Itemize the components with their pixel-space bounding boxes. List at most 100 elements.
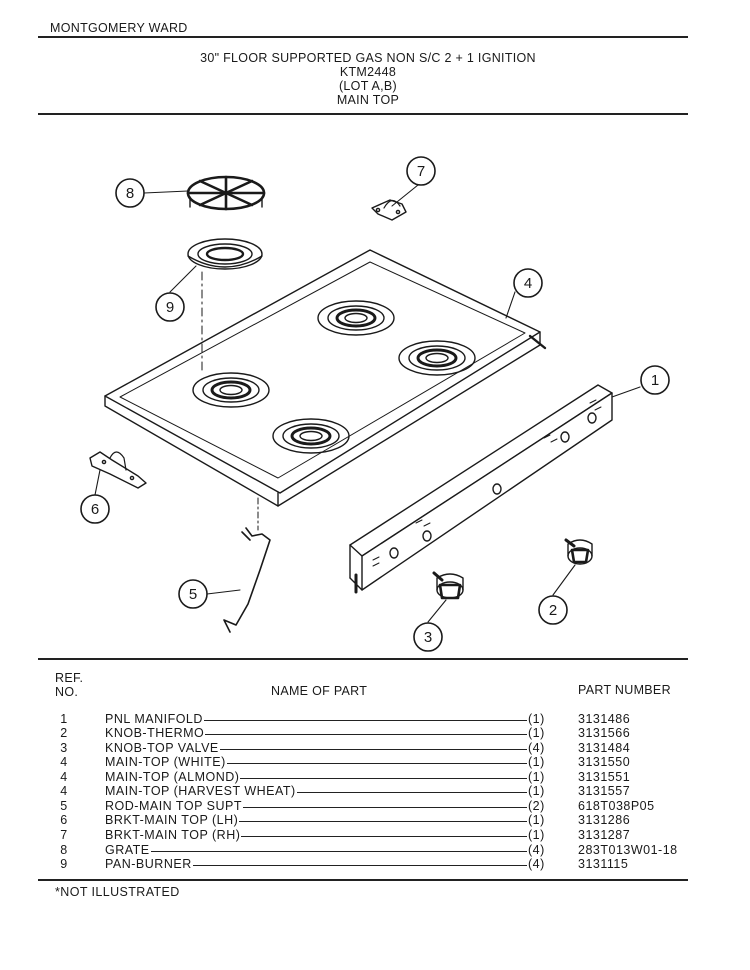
table-row: 4 MAIN-TOP (ALMOND) (1) 3131551 — [0, 770, 750, 785]
callout-number-6: 6 — [91, 501, 99, 518]
leader-line — [110, 807, 528, 808]
part-name-cell: GRATE — [105, 843, 151, 857]
table-row: 2 KNOB-THERMO (1) 3131566 — [0, 726, 750, 741]
title-line-3: (LOT A,B) — [338, 79, 398, 93]
leader-line — [110, 792, 528, 793]
callout-circles — [80, 156, 670, 652]
callout-number-3: 3 — [424, 629, 432, 646]
part-number-cell: 3131550 — [578, 755, 631, 769]
ref-cell: 4 — [60, 770, 68, 784]
part-name-cell: BRKT-MAIN TOP (RH) — [105, 828, 242, 842]
title-line-4: MAIN TOP — [336, 93, 400, 107]
part-number-cell: 3131557 — [578, 784, 631, 798]
callout-number-5: 5 — [189, 586, 197, 603]
exploded-parts-diagram: 1 2 3 4 5 6 7 8 9 — [80, 156, 670, 652]
part-number-cell: 618T038P05 — [578, 799, 655, 813]
part-number-header: PART NUMBER — [578, 683, 671, 697]
table-top-rule — [38, 658, 688, 660]
quantity-cell: (1) — [527, 784, 545, 798]
quantity-cell: (1) — [527, 712, 545, 726]
ref-cell: 7 — [60, 828, 68, 842]
title-line-2: KTM2448 — [339, 65, 397, 79]
table-row: 5 ROD-MAIN TOP SUPT (2) 618T038P05 — [0, 799, 750, 814]
part-number-cell: 3131286 — [578, 813, 631, 827]
title-line-1: 30" FLOOR SUPPORTED GAS NON S/C 2 + 1 IG… — [200, 51, 536, 65]
quantity-cell: (4) — [527, 741, 545, 755]
quantity-cell: (1) — [527, 813, 545, 827]
part-number-cell: 3131551 — [578, 770, 631, 784]
thermo-knob-part — [564, 538, 593, 565]
ref-cell: 5 — [60, 799, 68, 813]
callout-circle-7 — [406, 156, 436, 186]
part-name-cell: PAN-BURNER — [105, 857, 193, 871]
burner-opening-back-right — [398, 340, 476, 376]
leader-line — [110, 865, 528, 866]
burner-opening-front-left — [192, 372, 270, 408]
top-rule — [38, 36, 688, 38]
leader-line — [110, 763, 528, 764]
bracket-lh-part — [89, 451, 147, 489]
ref-cell: 4 — [60, 755, 68, 769]
burner-opening-front-right — [272, 418, 350, 454]
bracket-rh-part — [371, 199, 407, 221]
brand-name: MONTGOMERY WARD — [50, 21, 188, 35]
ref-cell: 1 — [60, 712, 68, 726]
title-rule — [38, 113, 688, 115]
top-valve-knob-part — [432, 571, 464, 600]
ref-header-2: NO. — [55, 685, 79, 699]
ref-cell: 8 — [60, 843, 68, 857]
part-number-cell: 3131486 — [578, 712, 631, 726]
leader-line — [110, 821, 528, 822]
callout-leaders — [94, 184, 641, 623]
quantity-cell: (1) — [527, 770, 545, 784]
part-name-cell: KNOB-THERMO — [105, 726, 206, 740]
callout-circle-3 — [413, 622, 443, 652]
part-name-cell: MAIN-TOP (HARVEST WHEAT) — [105, 784, 297, 798]
table-row: 6 BRKT-MAIN TOP (LH) (1) 3131286 — [0, 813, 750, 828]
main-top-part — [104, 249, 547, 507]
leader-line — [110, 734, 528, 735]
callout-circle-9 — [155, 292, 185, 322]
table-row: 1 PNL MANIFOLD (1) 3131486 — [0, 712, 750, 727]
part-number-cell: 283T013W01-18 — [578, 843, 678, 857]
leader-line — [110, 836, 528, 837]
part-number-cell: 3131566 — [578, 726, 631, 740]
callout-number-4: 4 — [524, 275, 532, 292]
manifold-panel-part — [349, 384, 613, 594]
part-name-cell: PNL MANIFOLD — [105, 712, 204, 726]
quantity-cell: (4) — [527, 843, 545, 857]
table-bottom-rule — [38, 879, 688, 881]
burner-opening-back-left — [317, 300, 395, 336]
table-row: 7 BRKT-MAIN TOP (RH) (1) 3131287 — [0, 828, 750, 843]
callout-numbers: 1 2 3 4 5 6 7 8 9 — [91, 163, 659, 646]
table-row: 4 MAIN-TOP (HARVEST WHEAT) (1) 3131557 — [0, 784, 750, 799]
quantity-cell: (1) — [527, 828, 545, 842]
leader-line — [110, 749, 528, 750]
part-number-cell: 3131287 — [578, 828, 631, 842]
callout-circle-2 — [538, 595, 568, 625]
callout-circle-4 — [513, 268, 543, 298]
callout-number-7: 7 — [417, 163, 425, 180]
callout-number-9: 9 — [166, 299, 174, 316]
callout-circle-8 — [115, 178, 145, 208]
leader-line — [110, 778, 528, 779]
part-number-cell: 3131484 — [578, 741, 631, 755]
leader-line — [110, 720, 528, 721]
part-name-cell: MAIN-TOP (ALMOND) — [105, 770, 241, 784]
leader-line — [110, 851, 528, 852]
burner-openings — [192, 300, 476, 454]
burner-pan-part — [187, 238, 263, 270]
table-row: 8 GRATE (4) 283T013W01-18 — [0, 843, 750, 858]
name-header: NAME OF PART — [271, 684, 368, 698]
ref-header-1: REF. — [55, 671, 84, 685]
quantity-cell: (2) — [527, 799, 545, 813]
part-name-cell: MAIN-TOP (WHITE) — [105, 755, 227, 769]
callout-number-2: 2 — [549, 602, 557, 619]
ref-cell: 4 — [60, 784, 68, 798]
ref-cell: 9 — [60, 857, 68, 871]
grate-part — [186, 175, 266, 211]
callout-number-1: 1 — [651, 372, 659, 389]
quantity-cell: (4) — [527, 857, 545, 871]
table-row: 9 PAN-BURNER (4) 3131115 — [0, 857, 750, 872]
quantity-cell: (1) — [527, 726, 545, 740]
